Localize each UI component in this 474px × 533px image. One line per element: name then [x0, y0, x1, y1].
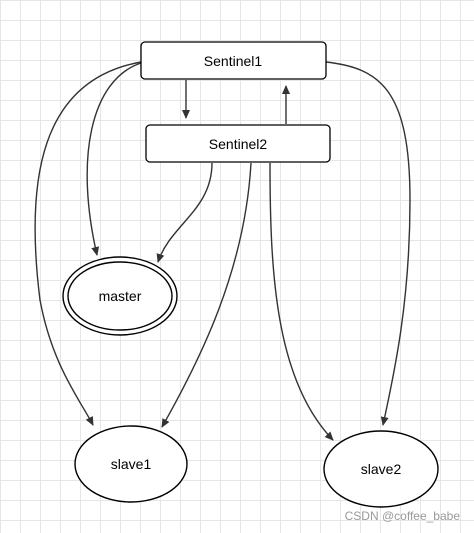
master-label: master [99, 288, 142, 304]
node-sentinel1: Sentinel1 [140, 41, 327, 80]
sentinel2-label: Sentinel2 [209, 136, 268, 152]
edge-sentinel2-to-slave2 [269, 162, 334, 441]
watermark: CSDN @coffee_babe [344, 509, 460, 523]
edge-sentinel1-to-slave1 [34, 61, 142, 426]
node-sentinel2: Sentinel2 [145, 124, 331, 163]
edge-sentinel1-to-master [86, 62, 142, 256]
edges [34, 61, 411, 441]
edge-sentinel1-to-slave2 [325, 61, 411, 426]
node-master: master [62, 256, 178, 336]
edge-sentinel2-to-master [156, 162, 213, 263]
slave1-label: slave1 [111, 456, 152, 472]
edge-sentinel2-to-slave1 [161, 162, 252, 428]
sentinel1-label: Sentinel1 [204, 53, 263, 69]
slave2-label: slave2 [361, 461, 402, 477]
node-slave2: slave2 [323, 430, 439, 508]
node-slave1: slave1 [74, 425, 188, 503]
